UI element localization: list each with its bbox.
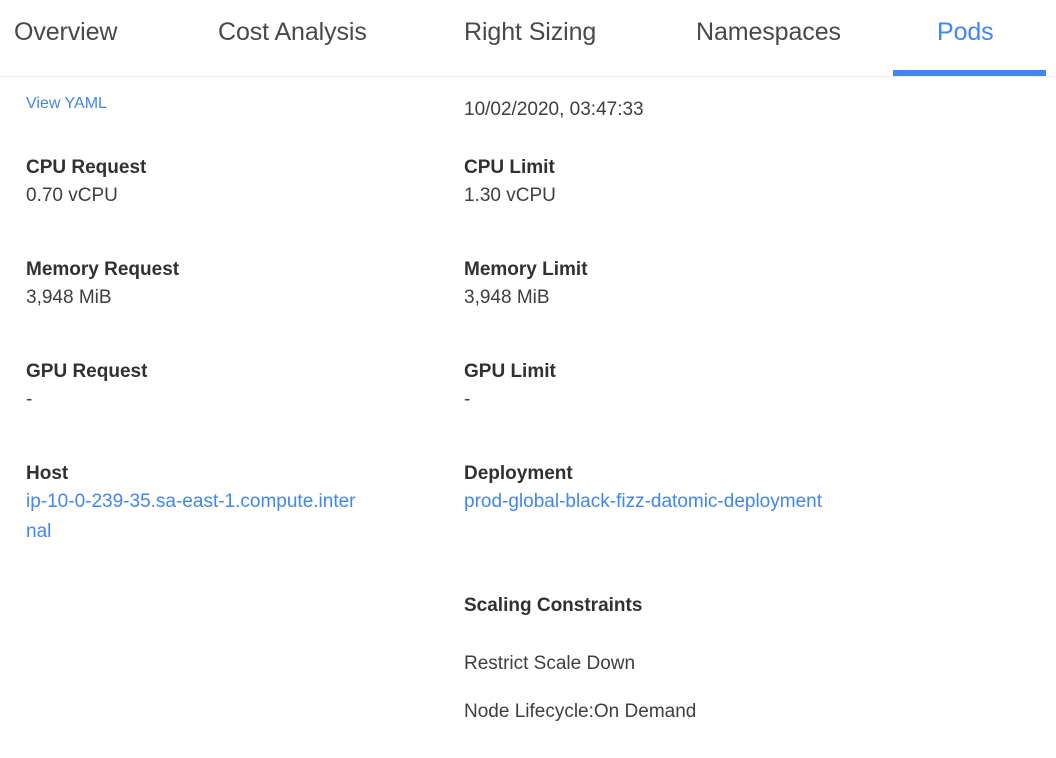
gpu-limit-label: GPU Limit [464,361,556,382]
scaling-constraint-restrict-scale-down: Restrict Scale Down [464,653,636,674]
deployment-link[interactable]: prod-global-black-fizz-datomic-deploymen… [464,491,822,512]
cpu-limit-label: CPU Limit [464,157,555,178]
host-link[interactable]: ip-10-0-239-35.sa-east-1.compute.interna… [26,491,356,542]
tab-right-sizing[interactable]: Right Sizing [464,18,597,46]
memory-request-value: 3,948 MiB [26,287,112,308]
cpu-request-value: 0.70 vCPU [26,185,118,206]
tab-cost-analysis[interactable]: Cost Analysis [218,18,367,46]
cpu-request-label: CPU Request [26,157,147,178]
cpu-request-field: CPU Request 0.70 vCPU [26,155,146,211]
host-field: Host ip-10-0-239-35.sa-east-1.compute.in… [26,461,356,547]
gpu-request-field: GPU Request - [26,359,147,415]
scaling-constraints-label: Scaling Constraints [464,595,643,616]
gpu-request-label: GPU Request [26,361,148,382]
tab-namespaces[interactable]: Namespaces [696,18,841,46]
memory-limit-value: 3,948 MiB [464,287,550,308]
active-tab-indicator [893,70,1046,76]
scaling-constraint-node-lifecycle: Node Lifecycle:On Demand [464,701,697,722]
pod-details-panel: View YAML CPU Request 0.70 vCPU Memory R… [0,77,1056,758]
memory-request-label: Memory Request [26,259,180,280]
pod-start-timestamp: 10/02/2020, 03:47:33 [464,99,644,120]
gpu-limit-field: GPU Limit - [464,359,556,415]
timestamp-row: 10/02/2020, 03:47:33 [464,95,644,125]
tab-overview[interactable]: Overview [14,18,118,46]
memory-request-field: Memory Request 3,948 MiB [26,257,179,313]
view-yaml-row: View YAML [26,95,107,113]
scaling-constraints-field: Scaling Constraints [464,593,642,619]
view-yaml-link[interactable]: View YAML [26,95,107,112]
tab-pods[interactable]: Pods [937,18,994,46]
cpu-limit-field: CPU Limit 1.30 vCPU [464,155,556,211]
deployment-label: Deployment [464,463,573,484]
memory-limit-field: Memory Limit 3,948 MiB [464,257,588,313]
cpu-limit-value: 1.30 vCPU [464,185,556,206]
host-label: Host [26,463,69,484]
gpu-limit-value: - [464,389,471,410]
memory-limit-label: Memory Limit [464,259,588,280]
tab-bar: Overview Cost Analysis Right Sizing Name… [0,0,1056,77]
gpu-request-value: - [26,389,33,410]
deployment-field: Deployment prod-global-black-fizz-datomi… [464,461,822,517]
